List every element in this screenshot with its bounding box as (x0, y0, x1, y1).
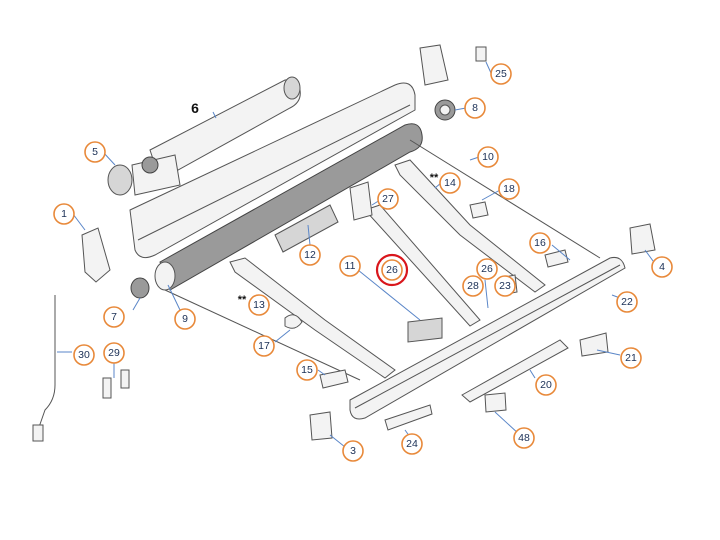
callout-27: 27 (377, 188, 399, 210)
svg-text:23: 23 (499, 280, 511, 292)
callout-12: 12 (299, 244, 321, 266)
callout-11: 11 (339, 255, 361, 277)
svg-text:28: 28 (467, 280, 479, 292)
svg-text:13: 13 (253, 299, 265, 311)
svg-text:8: 8 (472, 102, 478, 114)
highlight-ring (375, 253, 409, 287)
svg-text:29: 29 (108, 347, 120, 359)
callout-29: 29 (103, 342, 125, 364)
parts-drawing (32, 44, 656, 442)
callout-9: 9 (174, 308, 196, 330)
stars-marker: ** (238, 294, 247, 306)
svg-text:11: 11 (345, 260, 356, 272)
callout-30: 30 (73, 344, 95, 366)
callout-23: 23 (494, 275, 516, 297)
svg-text:26: 26 (481, 263, 493, 275)
svg-text:21: 21 (625, 352, 637, 364)
callouts: 25 8 10 5 14 18 27 1 16 4 12 11 26 26 28… (53, 63, 673, 462)
roller-tube-part (149, 76, 301, 181)
cassette-housing-part (129, 82, 416, 259)
callout-3: 3 (342, 440, 364, 462)
svg-text:24: 24 (406, 438, 418, 450)
callout-1: 1 (53, 203, 75, 225)
clips-part (102, 369, 130, 399)
svg-text:1: 1 (61, 208, 67, 220)
callout-18: 18 (498, 178, 520, 200)
callout-26: 26 (476, 258, 498, 280)
arm-bracket-part (274, 181, 373, 253)
callout-25: 25 (490, 63, 512, 85)
callout-7: 7 (103, 306, 125, 328)
svg-text:14: 14 (444, 177, 456, 189)
svg-text:7: 7 (111, 311, 117, 323)
callout-21: 21 (620, 347, 642, 369)
svg-text:17: 17 (258, 340, 270, 352)
folding-arm-right-part (394, 159, 546, 293)
svg-text:3: 3 (350, 445, 356, 457)
callout-15: 15 (296, 359, 318, 381)
callout-10: 10 (477, 146, 499, 168)
callout-16: 16 (529, 232, 551, 254)
front-profile-part (349, 257, 626, 420)
plate-part (407, 317, 443, 343)
svg-text:27: 27 (382, 193, 394, 205)
svg-text:10: 10 (482, 151, 494, 163)
svg-text:15: 15 (301, 364, 313, 376)
svg-text:26: 26 (386, 264, 398, 276)
callout-48: 48 (513, 427, 535, 449)
svg-text:20: 20 (540, 379, 552, 391)
fabric-roll-part (154, 123, 423, 291)
svg-text:22: 22 (621, 296, 633, 308)
arm-link-part (364, 204, 481, 327)
svg-text:12: 12 (304, 249, 316, 261)
callout-14: 14 (439, 172, 461, 194)
callout-13: 13 (248, 294, 270, 316)
callout-8: 8 (464, 97, 486, 119)
callout-5: 5 (84, 141, 106, 163)
bushing-part (434, 99, 456, 121)
part-label-6: 6 (191, 100, 199, 116)
gearbox-part (81, 227, 111, 283)
callout-22: 22 (616, 291, 638, 313)
svg-text:18: 18 (503, 183, 515, 195)
end-cap-part (130, 277, 150, 299)
stars-marker: ** (430, 172, 439, 184)
svg-text:16: 16 (534, 237, 546, 249)
callout-26-highlighted: 26 (381, 259, 403, 281)
callout-17: 17 (253, 335, 275, 357)
svg-text:4: 4 (659, 261, 665, 273)
callout-4: 4 (651, 256, 673, 278)
motor-part (107, 154, 181, 196)
folding-arm-left-part (229, 257, 396, 379)
callout-28: 28 (462, 275, 484, 297)
top-bracket-part (419, 44, 487, 86)
svg-text:5: 5 (92, 146, 98, 158)
callout-20: 20 (535, 374, 557, 396)
callout-24: 24 (401, 433, 423, 455)
small-parts (284, 201, 656, 441)
leader-lines (57, 61, 657, 448)
svg-text:25: 25 (495, 68, 507, 80)
crank-handle-part (32, 295, 56, 442)
svg-text:9: 9 (182, 313, 188, 325)
svg-text:48: 48 (518, 432, 530, 444)
svg-text:30: 30 (78, 349, 90, 361)
